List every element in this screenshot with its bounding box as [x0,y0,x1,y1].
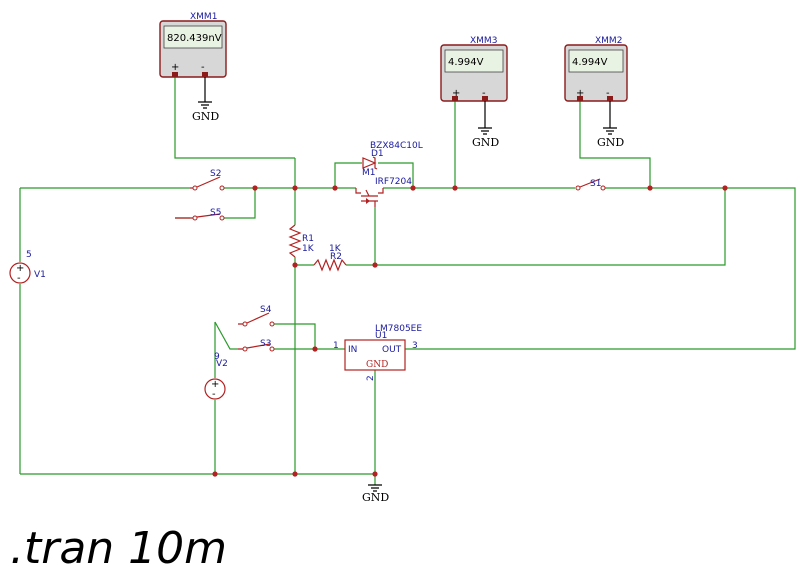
svg-text:GND: GND [192,110,219,123]
svg-text:GND: GND [362,491,389,504]
source-name: V2 [216,359,228,369]
source-value: 9 [214,352,220,362]
meter-reading: 4.994V [448,57,484,68]
regulator-ref: U1 [375,331,387,341]
plus-terminal-label: + [171,62,179,73]
minus-terminal-label: - [606,88,610,99]
meter-name: XMM1 [190,12,217,22]
resistor-name: R1 [302,234,314,244]
multimeter-xmm2[interactable]: XMM2 4.994V + - [564,36,628,128]
resistor-value: 1K [302,244,315,254]
pin-out-label: OUT [382,345,402,355]
meter-reading: 4.994V [572,57,608,68]
source-minus-sign: - [17,273,21,284]
resistor-r1[interactable]: R1 1K [288,224,315,258]
ground-symbol-xmm1: GND [192,101,219,123]
mosfet-ref: M1 [362,168,376,178]
svg-text:GND: GND [597,136,624,149]
simulation-command: .tran 10m [10,523,227,574]
plus-terminal-label: + [452,88,460,99]
switch-label: S5 [210,208,221,218]
pin-gnd-label: GND [366,360,388,370]
voltage-source-v1[interactable]: + - 5 V1 [9,250,46,284]
resistor-name: R2 [330,252,342,262]
ground-symbol-main: GND [362,484,389,504]
meter-name: XMM2 [595,36,622,46]
switch-s2[interactable]: S2 [190,169,225,191]
source-plus-sign: + [211,379,219,390]
pin-2-number: 2 [366,375,376,381]
regulator-part: LM7805EE [375,324,422,334]
source-minus-sign: - [212,389,216,400]
switch-label: S3 [260,339,271,349]
selector-wire [214,321,238,350]
ground-symbol-xmm2: GND [597,127,624,149]
switch-s1[interactable]: S1 [575,178,606,191]
switch-label: S1 [590,179,601,189]
resistor-r2[interactable]: 1K R2 [313,244,347,272]
switch-label: S4 [260,305,272,315]
pin-1-number: 1 [333,341,339,351]
diode-part: BZX84C10L [370,141,423,151]
meter-reading: 820.439nV [167,33,222,44]
plus-terminal-label: + [576,88,584,99]
source-value: 5 [26,250,32,260]
meter-name: XMM3 [470,36,497,46]
mosfet-part: IRF7204 [375,177,412,187]
multimeter-xmm3[interactable]: XMM3 4.994V + - [440,36,508,128]
source-plus-sign: + [16,263,24,274]
meter-display [568,49,624,73]
wires [19,75,796,485]
multimeter-xmm1[interactable]: XMM1 820.439nV + - [159,12,227,102]
meter-display [163,25,223,49]
voltage-source-v2[interactable]: + - 9 V2 [204,352,228,400]
switch-s4[interactable]: S4 [238,305,275,327]
zener-diode-d1[interactable]: BZX84C10L D1 [362,141,423,170]
meter-display [444,49,504,73]
ground-symbol-xmm3: GND [472,127,499,149]
resistor-value: 1K [329,244,342,254]
minus-terminal-label: - [482,88,486,99]
pin-3-number: 3 [412,341,418,351]
voltage-regulator-u1[interactable]: LM7805EE U1 IN OUT GND 1 3 2 [333,324,422,381]
minus-terminal-label: - [201,62,205,73]
switch-label: S2 [210,169,221,179]
junction-nodes [212,185,728,477]
mosfet-m1[interactable]: M1 IRF7204 [355,168,412,207]
diode-ref: D1 [371,149,384,159]
source-name: V1 [34,270,46,280]
svg-text:GND: GND [472,136,499,149]
switch-s3[interactable]: S3 [238,339,275,352]
switch-s5[interactable]: S5 [175,208,225,221]
pin-in-label: IN [348,345,357,355]
